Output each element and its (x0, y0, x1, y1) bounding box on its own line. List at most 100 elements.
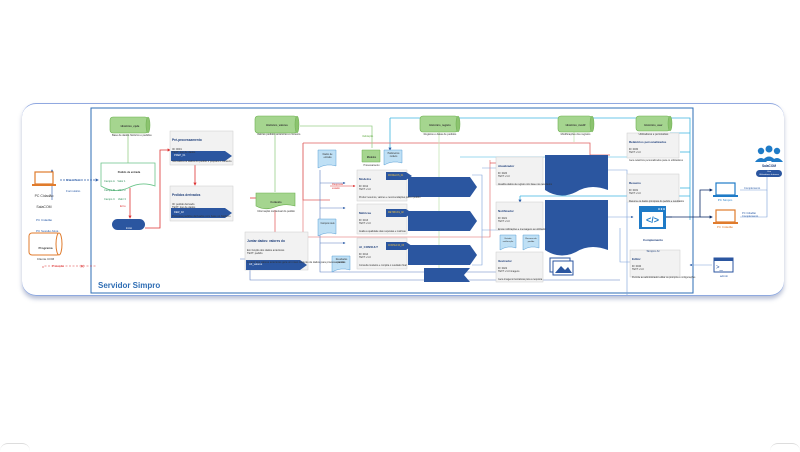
tag-derived (171, 208, 232, 218)
resumo-title: Resumo (629, 180, 641, 185)
validation-label: Validação (362, 135, 374, 138)
process-models-text: Modelos Processamento (363, 152, 380, 170)
start-subtitle: Pedido do utilizador (117, 236, 141, 239)
doc-params-text: Parâmetros modelo (387, 153, 400, 158)
card-illustrator (495, 251, 544, 283)
db-center-text: Registos e datas de pedidos (423, 133, 457, 136)
doc-partial-results-text: Resultados parciais (335, 259, 348, 264)
context-document (255, 192, 296, 210)
connector-green-validation (300, 125, 373, 148)
tag-consult-text: CONSULTA_03 (388, 244, 404, 247)
start-node (112, 219, 145, 230)
connector-prog-blocked (42, 265, 96, 268)
database-history-right2 (635, 115, 673, 132)
pc-cliente-line1: PC Cidadão (34, 194, 54, 198)
db-right2-title: Histórico_user (644, 124, 663, 127)
start-node-text[interactable]: Início Pedido do utilizador (113, 221, 145, 242)
plugin-subtitle: Simpro AI (646, 248, 660, 253)
input-doc-row: Campo B Valor 2 (104, 189, 126, 192)
output-summary (424, 268, 470, 282)
input-doc-row: Campo C Valor 3 (104, 198, 126, 201)
program-title: Programa (38, 246, 53, 250)
context-text: Contexto Informação contextual do pedido (257, 195, 295, 216)
m1-desc: Produz resumos, valores e recomendações … (359, 196, 421, 200)
tag-metrics-text: METRICAS_02 (388, 211, 404, 214)
db-mid-label: Histórico_valores Valores pedidos anteri… (257, 118, 300, 139)
plugin-label[interactable]: Complemento Simpro AI (636, 232, 670, 257)
proc-models-subtitle: Processamento (363, 164, 380, 167)
doc-request-summary-text: Resumo do pedido (525, 238, 537, 243)
card-illustrator-text: Ilustrador ID: 0022 TEXT: v1.0 imagens G… (498, 254, 543, 285)
card-editor (629, 249, 681, 278)
editor-title: Editor (632, 256, 641, 261)
context-subtitle: Informação contextual do pedido (257, 210, 295, 213)
m1-meta: ID: 0012 TEXT: v1.0 (359, 184, 371, 191)
m3-meta: ID: 0014 TEXT: v1.0 (359, 252, 371, 259)
proc2-meta: ID: pedido derivado TEXT: tipo de dados (172, 203, 196, 209)
db-left-text: Base de dados histórico e pedidos (112, 134, 152, 137)
program-label: Programa Cliente COM (33, 240, 58, 265)
m3-desc: Consulta modelos e compila o resultado f… (359, 264, 407, 268)
salacom-badge (756, 170, 782, 177)
card-custom-reports (626, 132, 680, 159)
svg-text:>_: >_ (716, 265, 724, 271)
rp-meta: ID: 0030 TEXT: v1.0 (629, 147, 641, 154)
tag-consult (386, 242, 412, 250)
card-updater (495, 156, 544, 186)
proc-models-title: Modelos (366, 157, 377, 160)
card-summary-text: Resumo ID: 0031 TEXT: v1.0 Resume os dad… (629, 176, 684, 207)
response-state-label: Resposta estado (332, 183, 343, 190)
notif-desc: Envia notificações e mensagens ao utiliz… (498, 228, 546, 232)
pc-cidadao-label: PC Cidadão (716, 225, 734, 229)
server-title: Servidor Simpro (98, 281, 161, 290)
editor-meta: ID: 0040 TEXT: v1.0 (632, 264, 644, 271)
proc1-meta: ID: 0001 TEXT: tipo de dados (172, 148, 196, 154)
illus-meta: ID: 0022 TEXT: v1.0 imagens (498, 266, 520, 273)
image-icon (549, 257, 574, 276)
svg-text:</>: </> (646, 215, 659, 225)
pc-cliente-line2: SalaCOM (36, 204, 52, 209)
page-corner-right (770, 443, 800, 452)
output-metrics (408, 211, 477, 231)
illus-title: Ilustrador (498, 258, 512, 263)
users-group-icon (755, 145, 783, 162)
output-models (408, 177, 477, 197)
document-output-1 (545, 155, 608, 196)
db-center-title: Histórico_registo (429, 124, 451, 127)
m2-meta: ID: 0013 TEXT: v1.0 (359, 218, 371, 225)
connector-red-start-proc1 (145, 148, 171, 229)
pc-cidadao-link: PC Cidadão Complemento (742, 212, 759, 218)
rp-title: Relatórios personalizados (629, 139, 667, 144)
database-history-left (109, 116, 151, 134)
admin-label: admin (719, 274, 729, 278)
blocked-x-icon: ✕ (80, 264, 84, 270)
card-ai-consult-text: AI_CONSULT ID: 0014 TEXT: v1.0 Consulta … (359, 240, 407, 271)
link-prog-pc-line2: PC Sessão Ativa (36, 228, 59, 233)
tag-preprocessing-text: PREP_01 (174, 154, 186, 157)
doc-notification-state-text: Estado notificação (502, 238, 514, 243)
pc-simpro-label: PC Simpro (717, 198, 733, 202)
input-doc-title: Pedido de entrada (117, 171, 141, 174)
program-subtitle: Cliente COM (36, 256, 55, 261)
start-title: Início (125, 227, 133, 230)
notif-meta: ID: 0021 TEXT: v1.0 (498, 216, 510, 223)
connector-blue-mid-bus (472, 174, 483, 266)
link-prog-pc-line1: PC Cidadão (36, 218, 53, 222)
db-right1-label: Histórico_modif Modificações dos registo… (559, 118, 592, 139)
doc-useful-fields (317, 218, 337, 237)
card-derived-text: Pedidos derivados ID: pedido derivado TE… (172, 188, 232, 221)
doc-params (383, 149, 403, 166)
database-history-center (419, 115, 461, 133)
illus-desc: Gera imagens ilustrativas para a respost… (498, 278, 543, 282)
m1-title: Modelos (359, 176, 372, 181)
m2-desc: Avalia a qualidade das respostas e métri… (359, 230, 406, 234)
server-boundary (90, 107, 694, 294)
database-history-right1 (557, 115, 595, 133)
db-mid-title: Histórico_valores (266, 124, 288, 127)
proc3-title: Juntar dados: valores do (247, 239, 285, 243)
link-prog-pc-label: PC Cidadão PC Sessão Ativa (36, 212, 58, 237)
link-pc-server-line1: SharePoint (66, 178, 81, 182)
db-left-label: Histórico_cpde Base de dados histórico e… (112, 119, 152, 140)
m3-title: AI_CONSULT (359, 244, 378, 249)
